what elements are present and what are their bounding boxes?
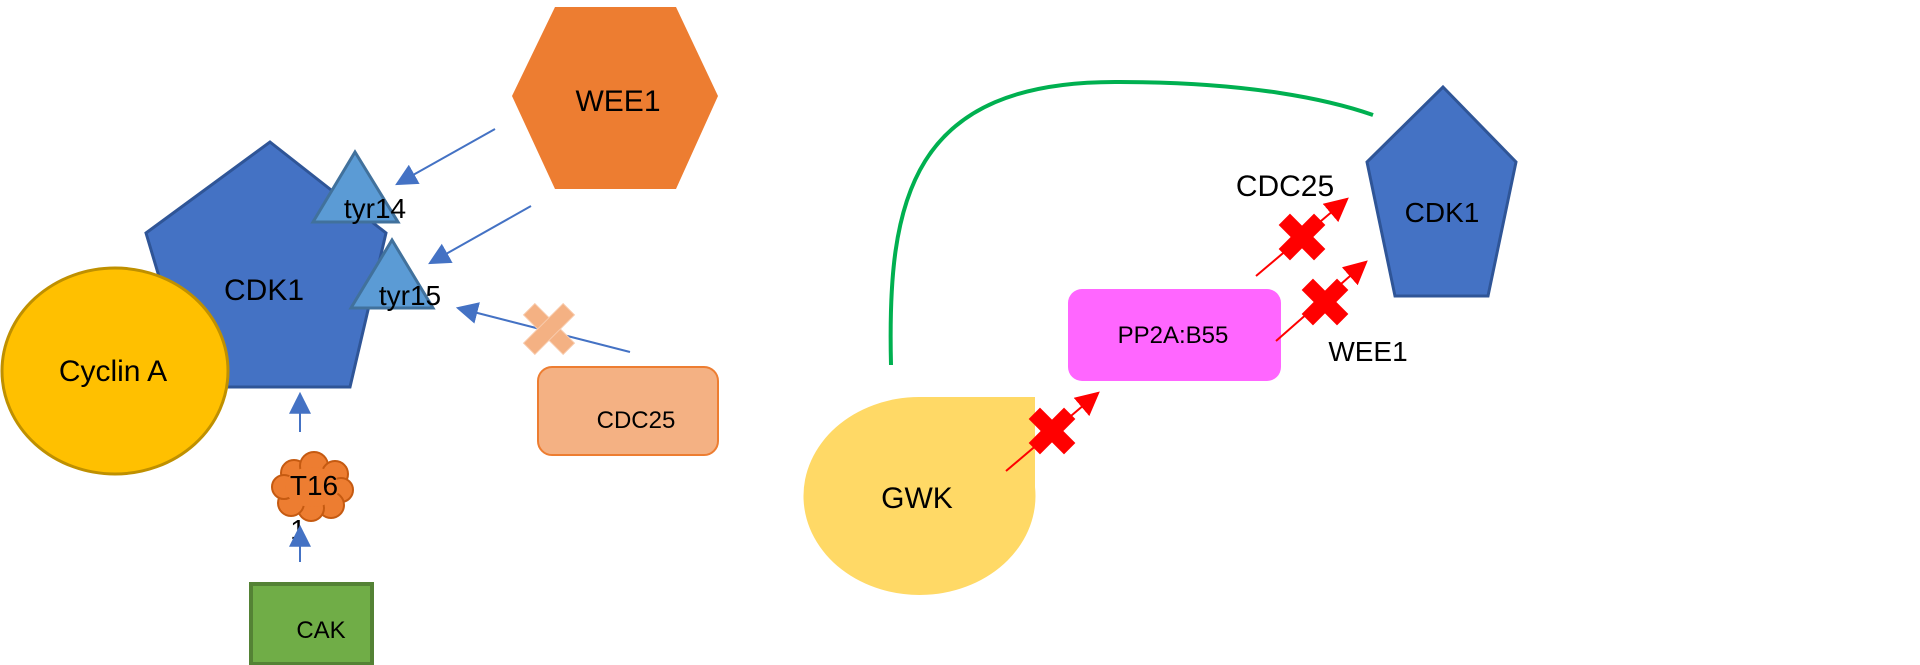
cyclin-a-label: Cyclin A (59, 355, 167, 388)
tyr15-triangle (348, 237, 436, 310)
wee1-right-label: WEE1 (1328, 336, 1407, 367)
tyr15-label: tyr15 (379, 280, 441, 311)
gwk-label: GWK (881, 482, 953, 515)
cdk1-right-label: CDK1 (1405, 197, 1480, 228)
tyr14-label: tyr14 (344, 193, 406, 224)
pp2a-b55-box (1068, 289, 1281, 381)
cak-label: CAK (296, 617, 345, 644)
t161-label-line2: 1 (290, 514, 306, 545)
wee1-to-tyr14-arrow (395, 128, 496, 186)
cdk1-right-pentagon (1365, 84, 1518, 298)
wee1-to-tyr15-arrow (428, 205, 532, 265)
wee1-hexagon (512, 7, 718, 189)
cdc25-right-label: CDC25 (1236, 170, 1334, 203)
cdc25-inhibition-x (522, 302, 576, 356)
cdc25-right-inhibition-x (1278, 213, 1326, 261)
tyr14-triangle (310, 149, 401, 224)
gwk-teardrop (803, 397, 1036, 595)
wee1-label: WEE1 (575, 85, 660, 118)
t161-cloud (271, 451, 354, 522)
gwk-feedback-curve (888, 79, 1374, 366)
t161-label-line1: T16 (290, 470, 338, 501)
cdc25-box (537, 366, 719, 456)
gwk-inhibition-x (1028, 407, 1076, 455)
right-panel: GWK PP2A:B55 CDK1 CDC25 WEE1 (803, 79, 1518, 595)
cdc25-label: CDC25 (597, 407, 676, 434)
left-panel: CDK1 Cyclin A tyr14 tyr15 WEE1 CDC25 (0, 7, 719, 665)
cdk1-label: CDK1 (224, 274, 304, 307)
cak-box (249, 582, 374, 665)
cyclin-a-ellipse (0, 266, 230, 476)
pp2a-b55-label: PP2A:B55 (1118, 322, 1229, 349)
wee1-right-inhibition-x (1301, 278, 1349, 326)
